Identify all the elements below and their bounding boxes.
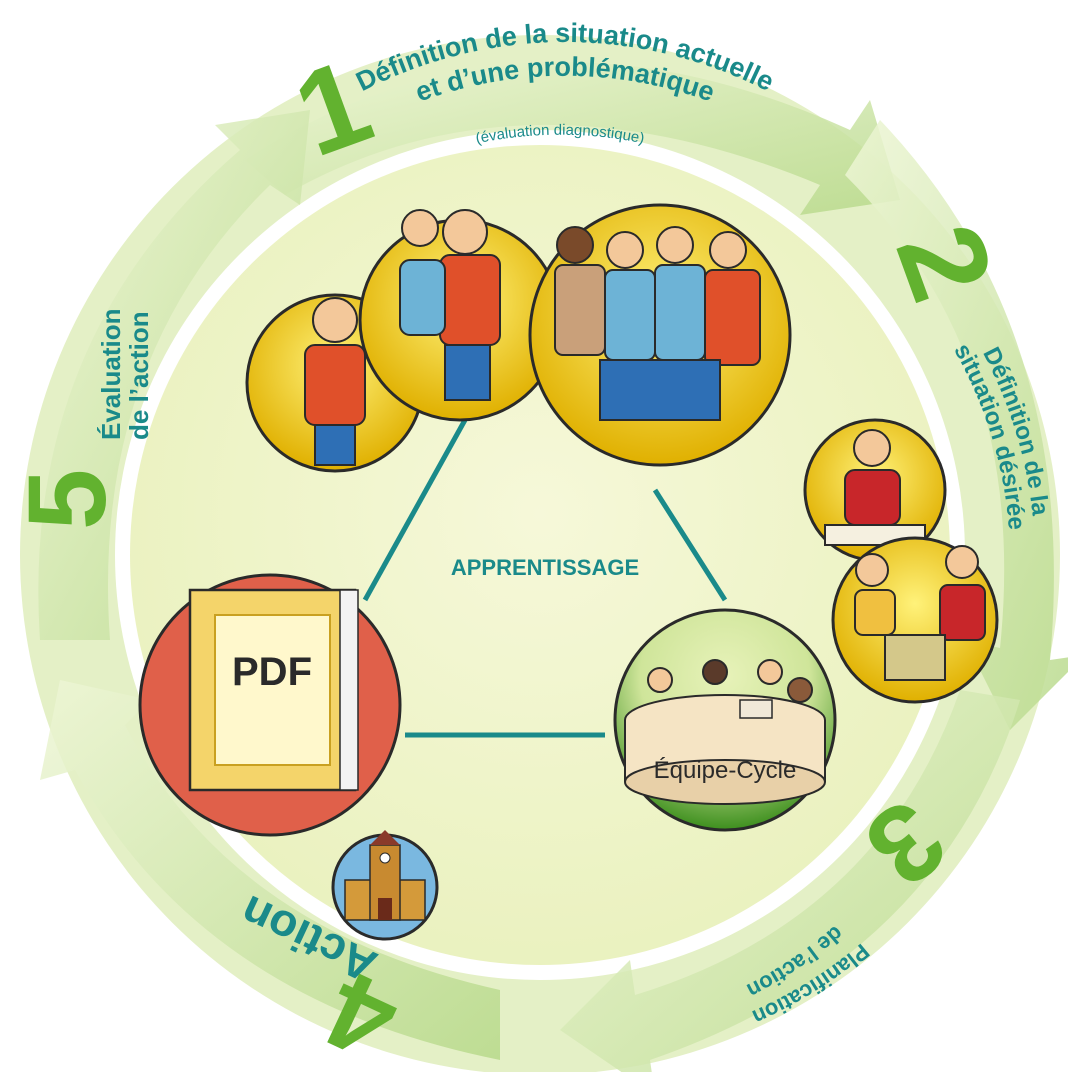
team-label: Équipe-Cycle: [654, 757, 797, 784]
step-5-title-line2: de l’action: [124, 311, 154, 440]
center-label: APPRENTISSAGE: [451, 555, 639, 580]
arrow-segment-3: [560, 690, 1020, 1072]
step-5: 5 Évaluation de l’action: [6, 309, 154, 530]
line-students-pdf: [362, 418, 468, 602]
arrow-segment-5: [38, 110, 310, 640]
student-figure: [304, 297, 366, 466]
arrow-segment-4: [40, 680, 500, 1060]
teachers-illustration: [803, 418, 999, 704]
students-illustration: [245, 203, 792, 473]
step-5-title-line1: Évaluation: [96, 309, 126, 440]
step-5-number: 5: [6, 469, 129, 530]
student-figure: [399, 209, 446, 336]
arrow-segment-2: [845, 120, 1068, 730]
team-node: Équipe-Cycle: [613, 608, 837, 832]
pdf-node: PDF: [138, 573, 402, 837]
connector-lines: [362, 418, 728, 738]
line-students-team: [652, 488, 728, 602]
student-figure: [439, 209, 501, 401]
student-group: [554, 226, 761, 421]
cycle-arrows: [38, 61, 1068, 1072]
pdf-label: PDF: [232, 650, 312, 694]
school-icon: [331, 830, 439, 941]
arrow-segment-1: [245, 61, 900, 215]
